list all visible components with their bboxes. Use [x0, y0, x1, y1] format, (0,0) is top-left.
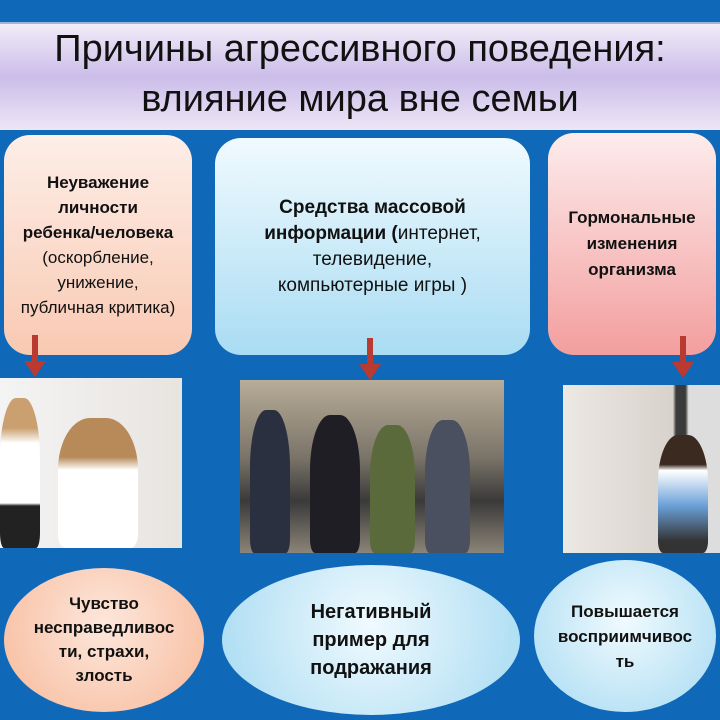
cause-text: Неуважение	[46, 173, 150, 192]
photo-figure	[250, 410, 290, 553]
cause-text: Средства массовой	[279, 196, 466, 218]
effect-negative-example: Негативный пример для подражания	[222, 565, 520, 715]
cause-text: ребенка/человека	[22, 223, 174, 242]
cause-text: (оскорбление,	[42, 248, 154, 267]
effect-text: ти, страхи,	[58, 642, 150, 661]
cause-text: организма	[588, 260, 676, 279]
effect-text: ть	[615, 651, 635, 671]
effect-text: Чувство	[69, 594, 139, 613]
effect-text: подражания	[310, 657, 432, 679]
photo-figure	[370, 425, 415, 553]
cause-text: личности	[58, 198, 138, 217]
title-line-2: влияние мира вне семьи	[141, 78, 579, 120]
cause-box-disrespect: Неуважение личности ребенка/человека (ос…	[4, 135, 192, 355]
photo-upset-schoolgirls	[0, 378, 182, 548]
effect-text: Негативный	[310, 601, 432, 623]
cause-box-hormonal: Гормональные изменения организма	[548, 133, 716, 355]
title-line-1: Причины агрессивного поведения:	[54, 28, 666, 70]
photo-child-height-measure	[563, 385, 720, 553]
cause-text: телевидение,	[312, 248, 433, 270]
cause-text: публичная критика)	[20, 298, 176, 317]
cause-text: Гормональные	[568, 208, 696, 227]
photo-figure	[310, 415, 360, 553]
arrow-down-icon	[359, 338, 381, 380]
photo-figure	[425, 420, 470, 553]
effect-susceptibility: Повышается восприимчивос ть	[534, 560, 716, 712]
cause-box-mass-media: Средства массовой информации (интернет, …	[215, 138, 530, 355]
cause-text: информации (	[264, 222, 398, 244]
cause-text: изменения	[586, 234, 678, 253]
cause-text: унижение,	[57, 273, 139, 292]
photo-figure	[658, 435, 708, 553]
photo-figure	[58, 418, 138, 548]
photo-figure	[0, 398, 40, 548]
effect-text: несправедливос	[33, 618, 175, 637]
effect-text: Повышается	[571, 601, 679, 621]
effect-text: восприимчивос	[557, 626, 693, 646]
effect-text: пример для	[312, 629, 430, 651]
slide-title: Причины агрессивного поведения: влияние …	[0, 22, 720, 130]
effect-text: злость	[75, 666, 133, 685]
photo-armed-men	[240, 380, 504, 553]
arrow-down-icon	[672, 336, 694, 378]
cause-text: интернет,	[397, 222, 481, 244]
arrow-down-icon	[24, 335, 46, 377]
effect-injustice: Чувство несправедливос ти, страхи, злост…	[4, 568, 204, 712]
cause-text: компьютерные игры )	[277, 274, 468, 296]
